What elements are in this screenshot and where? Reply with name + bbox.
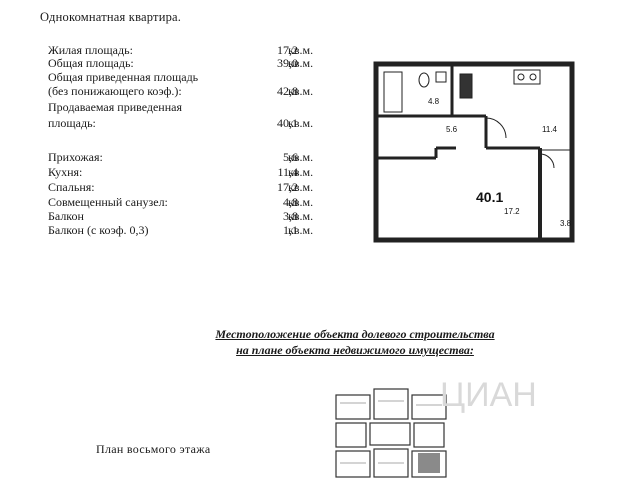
rooms-unit: кв.м. — [288, 223, 314, 237]
apartment-floor-plan: 4.8 5.6 11.4 40.1 17.2 3.8 — [373, 61, 575, 243]
rooms-unit: кв.м. — [288, 209, 314, 223]
rooms-unit: кв.м. — [288, 195, 314, 209]
summary-label: Продаваемая приведенная — [48, 100, 182, 114]
rooms-label: Спальня: — [48, 180, 95, 194]
rooms-label: Кухня: — [48, 165, 83, 179]
rooms-label: Балкон (с коэф. 0,3) — [48, 223, 149, 237]
summary-value: 40,1 — [277, 116, 298, 130]
summary-unit: кв.м. — [288, 116, 314, 130]
summary-label: площадь: — [48, 116, 96, 130]
sink-icon — [435, 71, 447, 83]
watermark-text: ЦИАН — [440, 376, 537, 414]
rooms-label: Прихожая: — [48, 150, 103, 164]
kitchen-area-label: 11.4 — [542, 125, 558, 134]
ventilation-shaft — [459, 73, 473, 99]
rooms-value: 1,1 — [283, 223, 298, 237]
bathtub-icon — [383, 71, 403, 113]
burner-icon — [529, 73, 537, 81]
building-block — [411, 450, 447, 478]
rooms-value: 3,8 — [283, 209, 298, 223]
building-floor-plan — [335, 388, 447, 478]
toilet-icon — [418, 72, 430, 88]
location-heading-line2: на плане объекта недвижимого имущества: — [236, 343, 474, 357]
building-block — [335, 394, 371, 420]
total-area-label: 40.1 — [476, 189, 503, 205]
rooms-value: 5,6 — [283, 150, 298, 164]
rooms-unit: кв.м. — [288, 165, 314, 179]
rooms-value: 4,8 — [283, 195, 298, 209]
summary-label: (без понижающего коэф.): — [48, 84, 182, 98]
summary-unit: кв.м. — [288, 84, 314, 98]
summary-label: Общая приведенная площадь — [48, 70, 199, 84]
bath-area-label: 4.8 — [428, 97, 440, 106]
summary-unit: кв.м. — [288, 43, 314, 57]
rooms-unit: кв.м. — [288, 180, 314, 194]
location-heading-line1: Местоположение объекта долевого строител… — [215, 327, 495, 341]
building-block — [335, 450, 371, 478]
location-heading: Местоположение объекта долевого строител… — [200, 326, 510, 358]
building-block — [335, 422, 367, 448]
summary-value: 39,0 — [277, 56, 298, 70]
outer-wall — [373, 61, 575, 243]
balcony-door-icon — [539, 153, 555, 169]
floor-plan-caption: План восьмого этажа — [96, 442, 211, 456]
building-block — [373, 388, 409, 420]
watermark: ЦИАН — [440, 376, 537, 414]
balcony-outline — [539, 149, 571, 239]
building-block — [411, 394, 447, 420]
rooms-value: 17,2 — [277, 180, 298, 194]
summary-value: 42,8 — [277, 84, 298, 98]
bedroom-area-label: 17.2 — [504, 207, 520, 216]
balcony-area-label: 3.8 — [560, 219, 572, 228]
door-swing-icon — [485, 117, 507, 139]
building-block — [369, 422, 411, 446]
rooms-value: 11,4 — [277, 165, 298, 179]
highlighted-apartment — [418, 453, 440, 473]
stove-icon — [513, 69, 541, 85]
hall-area-label: 5.6 — [446, 125, 458, 134]
building-block — [373, 448, 409, 478]
summary-label: Жилая площадь: — [48, 43, 133, 57]
summary-unit: кв.м. — [288, 56, 314, 70]
building-block — [413, 422, 445, 448]
burner-icon — [517, 73, 525, 81]
summary-value: 17,2 — [277, 43, 298, 57]
rooms-label: Балкон — [48, 209, 84, 223]
document-title: Однокомнатная квартира. — [40, 10, 182, 24]
rooms-label: Совмещенный санузел: — [48, 195, 168, 209]
rooms-unit: кв.м. — [288, 150, 314, 164]
summary-label: Общая площадь: — [48, 56, 134, 70]
